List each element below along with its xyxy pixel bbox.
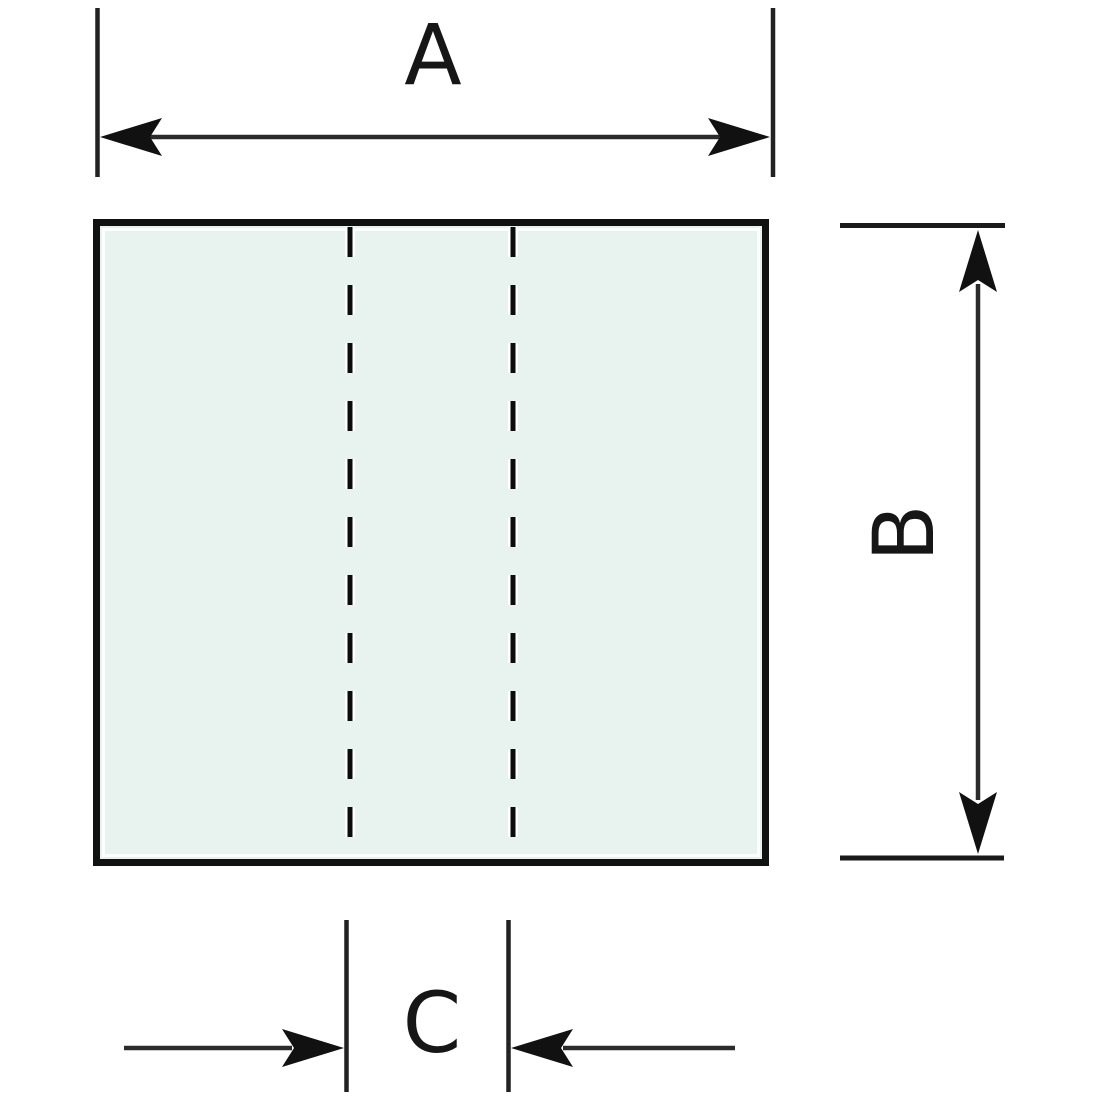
dimension-a: A	[95, 6, 776, 177]
dim-c-label: C	[403, 974, 462, 1072]
dimension-c: C	[124, 920, 735, 1092]
dim-b-label: B	[855, 504, 953, 562]
dim-a-arrowhead-left-icon	[100, 118, 162, 156]
dim-a-arrowhead-right-icon	[708, 118, 770, 156]
panel	[93, 219, 769, 866]
dim-b-arrowhead-down-icon	[959, 792, 997, 854]
dimension-b: B	[840, 223, 1005, 861]
panel-face	[93, 219, 769, 866]
dim-c-arrowhead-left-icon	[511, 1029, 573, 1067]
dim-b-arrowhead-up-icon	[959, 230, 997, 292]
dim-c-arrowhead-right-icon	[282, 1029, 344, 1067]
dim-a-label: A	[404, 6, 461, 104]
panel-inner-highlight	[102, 228, 760, 857]
